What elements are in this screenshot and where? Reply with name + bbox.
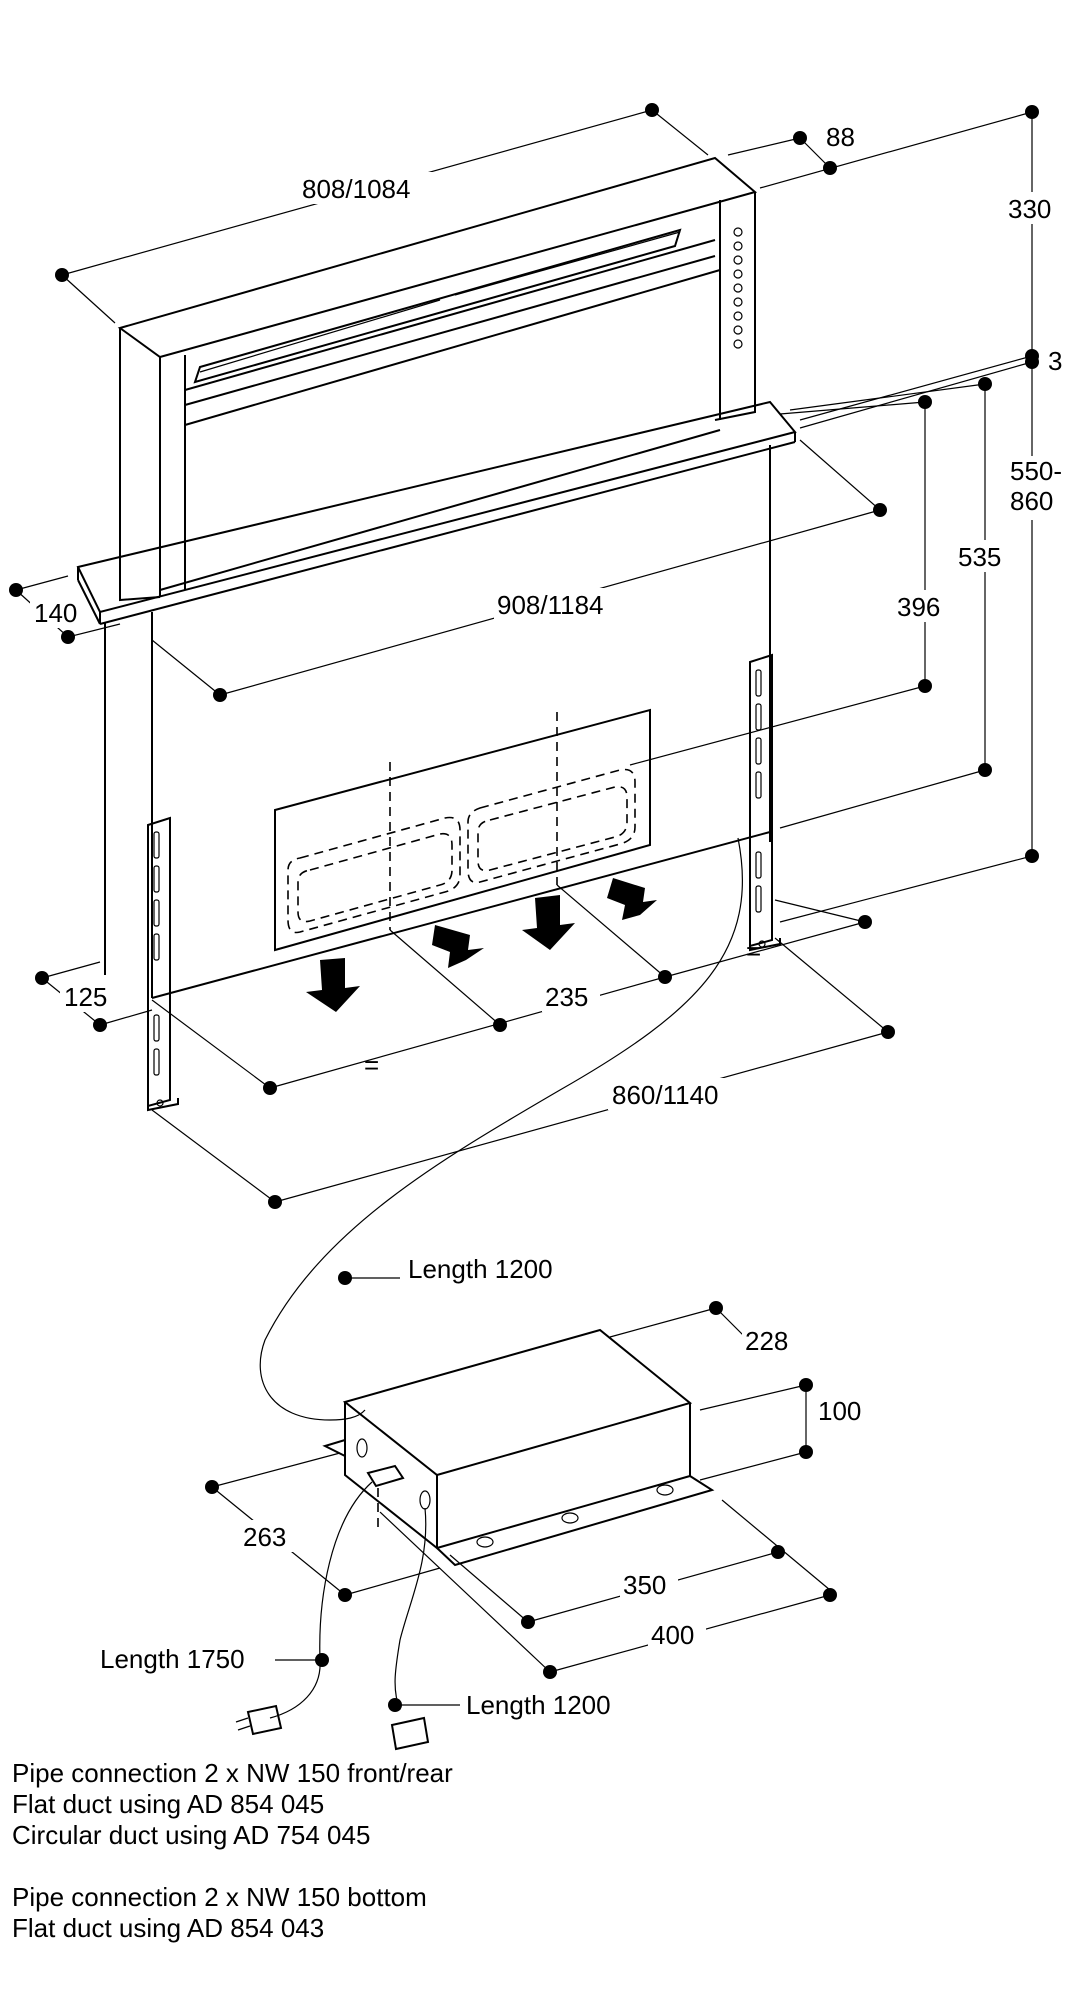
- installation-notes: Pipe connection 2 x NW 150 front/rear Fl…: [12, 1758, 453, 1944]
- dim-top-width: 808/1084: [302, 174, 410, 204]
- dimension-dots: [9, 103, 1039, 1712]
- cable-length-power: Length 1750: [100, 1644, 245, 1674]
- extractor-head: [117, 156, 758, 602]
- dim-base-width: 860/1140: [612, 1080, 719, 1110]
- dim-height-above: 330: [1008, 194, 1051, 224]
- motor-cables: [235, 1481, 430, 1751]
- dim-total-height-line2: 860: [1010, 486, 1053, 516]
- dimension-lines-motor: [211, 1277, 831, 1706]
- cable-length-bottom: Length 1200: [466, 1690, 611, 1720]
- dimension-labels: 808/1084 88 330 3 550- 860 908/1184 140 …: [30, 122, 1068, 1720]
- note-flat-duct-front: Flat duct using AD 854 045: [12, 1789, 325, 1819]
- dim-motor-side: 263: [243, 1522, 286, 1552]
- body-housing: [104, 445, 771, 999]
- dim-total-height-line1: 550-: [1010, 456, 1062, 486]
- notes-spacer: [12, 1851, 453, 1882]
- dim-motor-height: 100: [818, 1396, 861, 1426]
- note-pipe-front-rear: Pipe connection 2 x NW 150 front/rear: [12, 1758, 453, 1788]
- dimension-lines-upper: [15, 109, 1033, 1203]
- note-pipe-bottom: Pipe connection 2 x NW 150 bottom: [12, 1882, 427, 1912]
- dim-motor-inner-width: 350: [623, 1570, 666, 1600]
- mounting-bracket-left: [147, 816, 179, 1112]
- cover-plate: [76, 400, 797, 625]
- dim-height-535: 535: [958, 542, 1001, 572]
- dim-equal-left: =: [364, 1050, 379, 1080]
- dim-spacing-235: 235: [545, 982, 588, 1012]
- cable-length-top: Length 1200: [408, 1254, 553, 1284]
- motor-box: [322, 1328, 715, 1567]
- dim-frame-depth: 140: [34, 598, 77, 628]
- dim-cutout-width: 908/1184: [497, 590, 604, 620]
- dim-motor-outer-width: 400: [651, 1620, 694, 1650]
- dim-equal-right: =: [746, 936, 761, 966]
- airflow-arrows: [306, 878, 657, 1012]
- note-flat-duct-bottom: Flat duct using AD 854 043: [12, 1913, 325, 1943]
- note-circular-duct: Circular duct using AD 754 045: [12, 1820, 371, 1850]
- control-buttons: [733, 227, 743, 349]
- dim-top-depth: 88: [826, 122, 855, 152]
- dim-motor-depth: 228: [745, 1326, 788, 1356]
- dim-left-depth: 125: [64, 982, 107, 1012]
- dim-height-396: 396: [897, 592, 940, 622]
- cable-main: [259, 837, 743, 1421]
- mounting-bracket-right: [749, 653, 781, 952]
- dim-plate-thickness: 3: [1048, 346, 1062, 376]
